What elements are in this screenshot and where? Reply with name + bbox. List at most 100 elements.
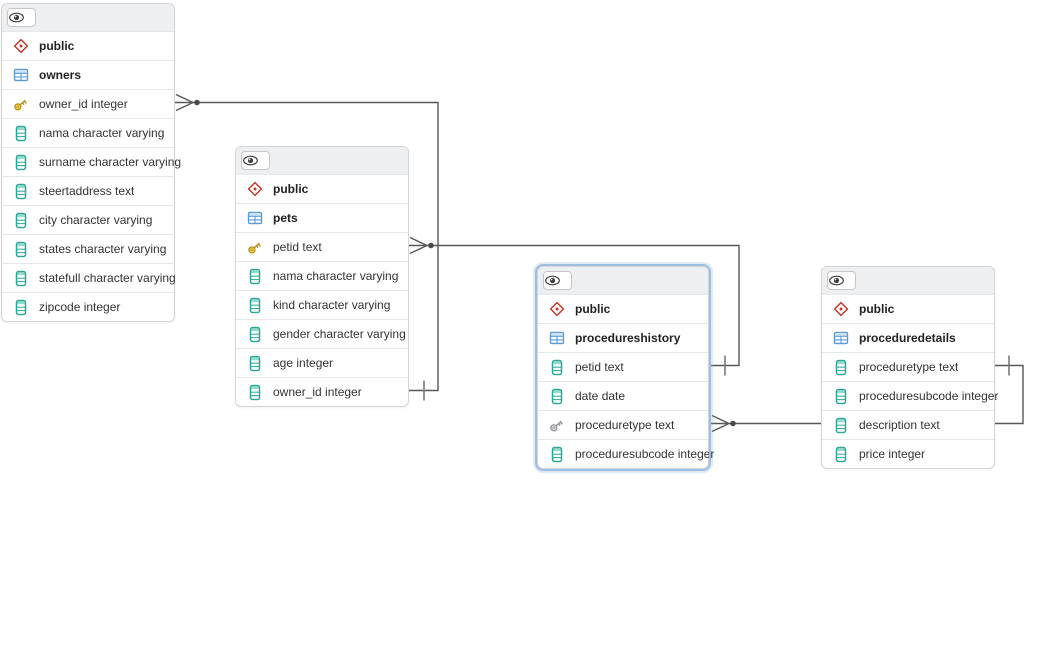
table-name-row: pets — [236, 203, 408, 232]
column-label: steertaddress text — [39, 184, 135, 198]
schema-diamond-icon — [246, 181, 263, 198]
column-label: petid text — [575, 360, 624, 374]
column-label: proceduresubcode integer — [575, 447, 715, 461]
schema-name: public — [859, 302, 895, 316]
column-row: proceduresubcode integer — [538, 439, 714, 468]
schema-diamond-icon — [12, 38, 29, 55]
key-gold-icon — [12, 96, 29, 113]
column-row: zipcode integer — [2, 292, 174, 321]
table-header — [538, 267, 708, 294]
column-icon — [12, 154, 29, 171]
column-label: states character varying — [39, 242, 167, 256]
show-details-eye-button[interactable] — [7, 8, 36, 27]
column-icon — [12, 241, 29, 258]
eye-icon — [828, 272, 845, 289]
table-grid-icon — [246, 210, 263, 227]
column-label: city character varying — [39, 213, 153, 227]
column-label: age integer — [273, 356, 334, 370]
many-crowfoot-marker — [711, 414, 730, 433]
table-grid-icon — [12, 67, 29, 84]
junction-dot — [730, 420, 736, 427]
key-gold-icon — [246, 239, 263, 256]
column-label: proceduresubcode integer — [859, 389, 999, 403]
column-icon — [12, 212, 29, 229]
table-name: proceduredetails — [859, 331, 956, 345]
table-name: procedureshistory — [575, 331, 681, 345]
column-row: states character varying — [2, 234, 174, 263]
show-details-eye-button[interactable] — [827, 271, 856, 290]
column-row: steertaddress text — [2, 176, 174, 205]
schema-row: public — [822, 294, 994, 323]
column-label: nama character varying — [39, 126, 165, 140]
schema-diamond-icon — [548, 301, 565, 318]
table-grid-icon — [548, 330, 565, 347]
column-label: description text — [859, 418, 940, 432]
eye-icon — [544, 272, 561, 289]
table-node-procedureshistory[interactable]: public procedureshistory petid text date da… — [535, 264, 714, 471]
table-header — [236, 147, 408, 174]
schema-name: public — [273, 182, 309, 196]
column-label: surname character varying — [39, 155, 182, 169]
column-row: surname character varying — [2, 147, 181, 176]
column-icon — [12, 270, 29, 287]
table-header — [822, 267, 994, 294]
table-name-row: owners — [2, 60, 174, 89]
column-row: city character varying — [2, 205, 174, 234]
schema-row: public — [236, 174, 408, 203]
table-node-pets[interactable]: public pets petid text nama character varyi… — [235, 146, 409, 407]
column-label: proceduretype text — [859, 360, 959, 374]
column-label: statefull character varying — [39, 271, 176, 285]
eye-icon — [8, 9, 25, 26]
junction-dot — [428, 242, 434, 249]
column-icon — [246, 268, 263, 285]
column-icon — [12, 183, 29, 200]
table-name-row: proceduredetails — [822, 323, 994, 352]
column-label: petid text — [273, 240, 322, 254]
column-icon — [832, 446, 849, 463]
key-grey-icon — [548, 417, 565, 434]
schema-name: public — [575, 302, 611, 316]
show-details-eye-button[interactable] — [543, 271, 572, 290]
column-icon — [246, 355, 263, 372]
column-label: zipcode integer — [39, 300, 121, 314]
column-row: age integer — [236, 348, 408, 377]
column-label: owner_id integer — [273, 385, 362, 399]
column-row: proceduretype text — [538, 410, 708, 439]
column-icon — [246, 297, 263, 314]
schema-diamond-icon — [832, 301, 849, 318]
eye-icon — [242, 152, 259, 169]
column-row: proceduretype text — [822, 352, 994, 381]
column-icon — [12, 299, 29, 316]
column-label: date date — [575, 389, 626, 403]
schema-row: public — [538, 294, 708, 323]
column-row: date date — [538, 381, 708, 410]
column-icon — [246, 384, 263, 401]
table-name: pets — [273, 211, 298, 225]
column-label: kind character varying — [273, 298, 391, 312]
column-row: proceduresubcode integer — [822, 381, 998, 410]
many-crowfoot-marker — [175, 93, 194, 112]
table-name-row: procedureshistory — [538, 323, 708, 352]
column-icon — [246, 326, 263, 343]
column-row: gender character varying — [236, 319, 408, 348]
table-node-proceduredetails[interactable]: public proceduredetails proceduretype text… — [821, 266, 998, 469]
column-icon — [832, 417, 849, 434]
column-row: statefull character varying — [2, 263, 176, 292]
column-row: petid text — [236, 232, 408, 261]
column-row: nama character varying — [236, 261, 408, 290]
column-label: price integer — [859, 447, 926, 461]
column-label: owner_id integer — [39, 97, 128, 111]
column-label: gender character varying — [273, 327, 406, 341]
table-grid-icon — [832, 330, 849, 347]
column-row: price integer — [822, 439, 994, 468]
column-icon — [548, 388, 565, 405]
show-details-eye-button[interactable] — [241, 151, 270, 170]
column-icon — [832, 359, 849, 376]
column-label: nama character varying — [273, 269, 399, 283]
column-icon — [832, 388, 849, 405]
junction-dot — [194, 99, 200, 106]
column-row: description text — [822, 410, 994, 439]
